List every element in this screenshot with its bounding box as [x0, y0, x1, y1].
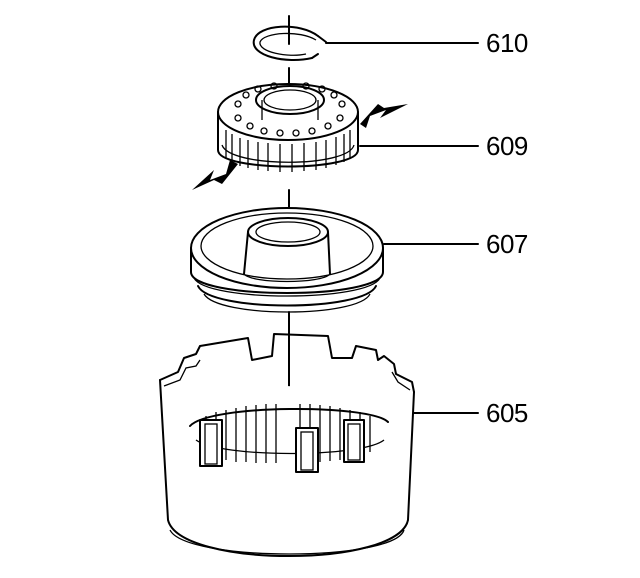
clutch-housing-part [159, 333, 415, 557]
leader-lines [325, 42, 479, 414]
callout-label-610: 610 [486, 28, 528, 58]
callout-label-609: 609 [486, 131, 528, 161]
snap-ring-part [252, 25, 327, 61]
arrow-icon-right [360, 104, 408, 128]
arrow-icon-left [192, 160, 238, 190]
callout-label-607: 607 [486, 229, 528, 259]
piston-part [190, 207, 384, 313]
clutch-spring-assembly-part [192, 82, 408, 190]
callout-label-605: 605 [486, 398, 528, 428]
